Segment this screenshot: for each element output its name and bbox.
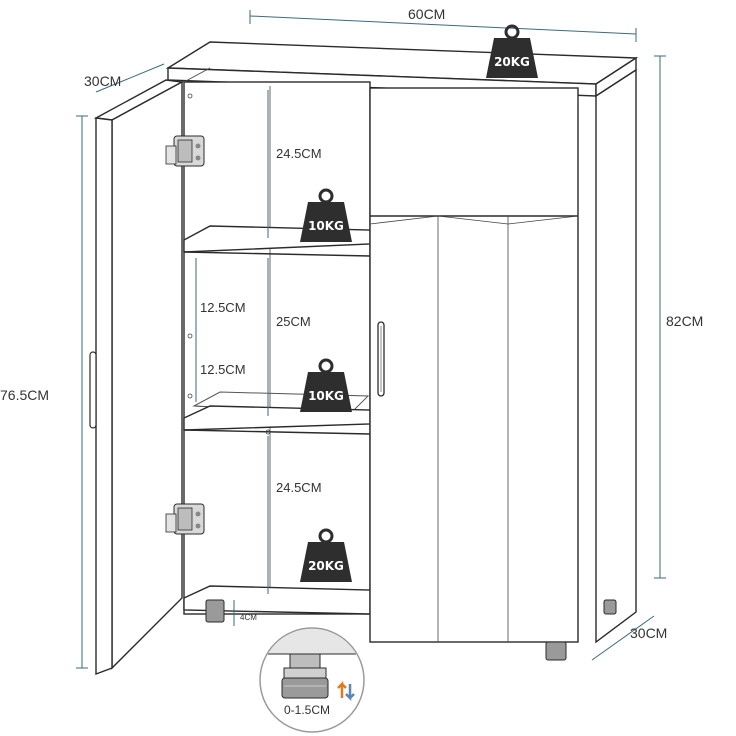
weight-icon: 10KG [300, 358, 352, 412]
right-door [369, 87, 579, 643]
total-height-label: 82CM [666, 313, 703, 329]
shelf-gap-lower-label: 12.5CM [200, 362, 246, 377]
inner-top-edge [183, 67, 211, 83]
total-height-dimension [654, 55, 666, 579]
open-section-body [183, 81, 371, 615]
foot-adjust-label: 0-1.5CM [284, 703, 330, 717]
weight-icon: 20KG [300, 528, 352, 582]
depth-top-label: 30CM [84, 73, 121, 89]
left-door-inner-face [111, 80, 183, 670]
shelf-gap-upper-label: 12.5CM [200, 300, 246, 315]
foot-icon [205, 599, 617, 661]
width-label: 60CM [408, 6, 445, 22]
door-bevel-1 [369, 215, 439, 225]
hinge-icon [165, 135, 205, 167]
compartment-bottom-label: 24.5CM [276, 480, 322, 495]
depth-bottom-dimension [591, 615, 655, 661]
shelf-pin-holes [187, 93, 271, 435]
depth-top-dimension [95, 63, 165, 93]
left-door-front-edge [95, 117, 113, 676]
weight-shelf-upper-label: 10KG [308, 219, 344, 233]
depth-bottom-label: 30CM [630, 625, 667, 641]
foot-zoom-inset: 0-1.5CM [259, 627, 365, 733]
weight-icon: 10KG [300, 188, 352, 242]
handle-icon [89, 351, 97, 429]
hinge-icon [165, 503, 205, 535]
door-height-dimension [76, 115, 88, 669]
weight-top-label: 20KG [494, 55, 530, 69]
adjust-arrow-icon [337, 680, 355, 702]
compartment-middle-label: 25CM [276, 314, 311, 329]
shelf-upper-edge [183, 251, 371, 257]
width-dimension [249, 10, 637, 42]
weight-shelf-middle-label: 10KG [308, 389, 344, 403]
weight-shelf-bottom-label: 20KG [308, 559, 344, 573]
right-side-panel [595, 68, 637, 644]
foot-height-label: 4CM [240, 613, 257, 622]
door-bevel-2 [437, 215, 509, 225]
door-height-label: 76.5CM [0, 387, 49, 403]
handle-icon [377, 321, 385, 397]
shelf-lower-edge [183, 429, 371, 435]
weight-icon: 20KG [486, 24, 538, 78]
inner-dimensions [195, 90, 269, 626]
compartment-top-label: 24.5CM [276, 146, 322, 161]
door-bevel-3 [507, 215, 579, 225]
